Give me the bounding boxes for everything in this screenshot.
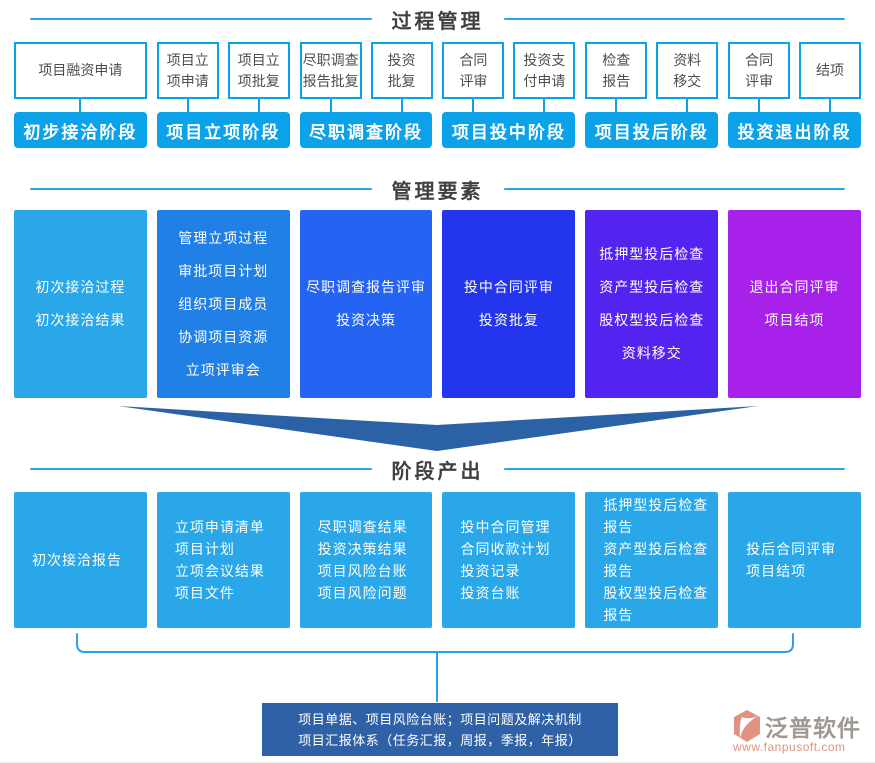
- doc-box: 资料 移交: [656, 42, 719, 112]
- stage-box-5: 项目投后阶段: [585, 112, 719, 148]
- output-box-3: 尽职调查结果 投资决策结果 项目风险台账 项目风险问题: [299, 492, 433, 628]
- header-line-left: [30, 188, 372, 190]
- doc-box: 项目立 项批复: [227, 42, 290, 112]
- output-box-1: 初次接洽报告: [14, 492, 147, 628]
- process-column-3: 尽职调查 报告批复 投资 批复 尽职调查阶段: [299, 42, 433, 148]
- element-box-3: 尽职调查报告评审 投资决策: [299, 210, 433, 398]
- doc-box-label: 检查 报告: [602, 51, 631, 89]
- elements-section-title: 管理要素: [391, 180, 484, 203]
- process-columns: 项目融资申请 初步接洽阶段 项目立 项申请 项目立 项批复 项目立项阶段 尽职调…: [0, 42, 875, 148]
- output-box-text: 抵押型投后检查 报告 资产型投后检查 报告 股权型投后检查 报告: [603, 497, 709, 623]
- doc-box-label: 项目立 项批复: [237, 51, 280, 89]
- element-box-text: 抵押型投后检查 资产型投后检查 股权型投后检查 资料移交: [599, 246, 705, 361]
- element-box-1: 初次接洽过程 初次接洽结果: [14, 210, 147, 398]
- header-line-left: [30, 18, 372, 20]
- doc-box-label: 合同 评审: [745, 51, 774, 89]
- element-box-text: 投中合同评审 投资批复: [463, 279, 554, 328]
- output-box-text: 尽职调查结果 投资决策结果 项目风险台账 项目风险问题: [317, 519, 408, 601]
- doc-box-label: 投资 批复: [387, 51, 416, 89]
- fanpu-logo: 泛普软件 www.fanpusoft.com: [731, 709, 863, 754]
- doc-box-label: 尽职调查 报告批复: [302, 51, 359, 89]
- summary-box: 项目单据、项目风险台账；项目问题及解决机制 项目汇报体系（任务汇报，周报，季报，…: [262, 703, 618, 756]
- doc-box: 合同 评审: [442, 42, 505, 112]
- element-box-text: 尽职调查报告评审 投资决策: [306, 279, 427, 328]
- element-box-text: 管理立项过程 审批项目计划 组织项目成员 协调项目资源 立项评审会: [178, 229, 269, 378]
- doc-box: 检查 报告: [585, 42, 648, 112]
- output-box-6: 投后合同评审 项目结项: [728, 492, 861, 628]
- element-box-text: 退出合同评审 项目结项: [749, 279, 840, 328]
- element-box-4: 投中合同评审 投资批复: [442, 210, 576, 398]
- summary-line-1: 项目单据、项目风险台账；项目问题及解决机制: [298, 711, 582, 727]
- header-line-left: [30, 468, 372, 470]
- output-box-5: 抵押型投后检查 报告 资产型投后检查 报告 股权型投后检查 报告: [585, 492, 719, 628]
- doc-box: 投资 批复: [370, 42, 433, 112]
- outputs-section-title: 阶段产出: [391, 460, 484, 483]
- doc-box-label: 结项: [816, 62, 845, 78]
- doc-box: 投资支 付申请: [513, 42, 576, 112]
- summary-line-2: 项目汇报体系（任务汇报，周报，季报，年报）: [298, 732, 582, 748]
- doc-box: 项目立 项申请: [156, 42, 219, 112]
- output-box-text: 投后合同评审 项目结项: [746, 541, 837, 579]
- stage-box-1: 初步接洽阶段: [14, 112, 147, 148]
- process-column-6: 合同 评审 结项 投资退出阶段: [728, 42, 861, 148]
- doc-box-label: 合同 评审: [459, 51, 488, 89]
- doc-box-label: 项目立 项申请: [166, 51, 209, 89]
- output-box-2: 立项申请清单 项目计划 立项会议结果 项目文件: [156, 492, 290, 628]
- fanpu-logo-url: www.fanpusoft.com: [733, 740, 846, 754]
- down-arrow-icon: [118, 406, 758, 451]
- doc-box: 结项: [799, 42, 861, 112]
- element-box-text: 初次接洽过程 初次接洽结果: [35, 279, 126, 328]
- element-box-2: 管理立项过程 审批项目计划 组织项目成员 协调项目资源 立项评审会: [156, 210, 290, 398]
- doc-box: 项目融资申请: [14, 42, 147, 112]
- process-column-4: 合同 评审 投资支 付申请 项目投中阶段: [442, 42, 576, 148]
- doc-box-label: 投资支 付申请: [523, 51, 566, 89]
- doc-box: 尽职调查 报告批复: [299, 42, 362, 112]
- stage-box-6: 投资退出阶段: [728, 112, 861, 148]
- connector-bracket: [76, 633, 794, 702]
- element-boxes: 初次接洽过程 初次接洽结果 管理立项过程 审批项目计划 组织项目成员 协调项目资…: [0, 210, 875, 398]
- output-box-4: 投中合同管理 合同收款计划 投资记录 投资台账: [442, 492, 576, 628]
- process-column-5: 检查 报告 资料 移交 项目投后阶段: [585, 42, 719, 148]
- output-box-text: 立项申请清单 项目计划 立项会议结果 项目文件: [174, 519, 265, 601]
- stage-box-2: 项目立项阶段: [156, 112, 290, 148]
- doc-box: 合同 评审: [728, 42, 791, 112]
- element-box-6: 退出合同评审 项目结项: [728, 210, 861, 398]
- element-box-5: 抵押型投后检查 资产型投后检查 股权型投后检查 资料移交: [585, 210, 719, 398]
- header-line-right: [503, 468, 845, 470]
- output-box-text: 初次接洽报告: [32, 552, 122, 568]
- header-line-right: [503, 188, 845, 190]
- header-line-right: [503, 18, 845, 20]
- stage-box-3: 尽职调查阶段: [299, 112, 433, 148]
- process-column-2: 项目立 项申请 项目立 项批复 项目立项阶段: [156, 42, 290, 148]
- elements-section-header: 管理要素: [30, 178, 845, 203]
- fanpu-logo-icon: [734, 710, 760, 742]
- doc-box-label: 项目融资申请: [38, 62, 123, 78]
- process-section-header: 过程管理: [30, 8, 845, 33]
- output-box-text: 投中合同管理 合同收款计划 投资记录 投资台账: [460, 519, 551, 601]
- outputs-section-header: 阶段产出: [30, 458, 845, 483]
- output-boxes: 初次接洽报告 立项申请清单 项目计划 立项会议结果 项目文件 尽职调查结果 投资…: [0, 492, 875, 628]
- process-column-1: 项目融资申请 初步接洽阶段: [14, 42, 147, 148]
- process-section-title: 过程管理: [391, 10, 484, 33]
- fanpu-logo-text: 泛普软件: [765, 715, 861, 741]
- stage-box-4: 项目投中阶段: [442, 112, 576, 148]
- doc-box-label: 资料 移交: [673, 51, 702, 89]
